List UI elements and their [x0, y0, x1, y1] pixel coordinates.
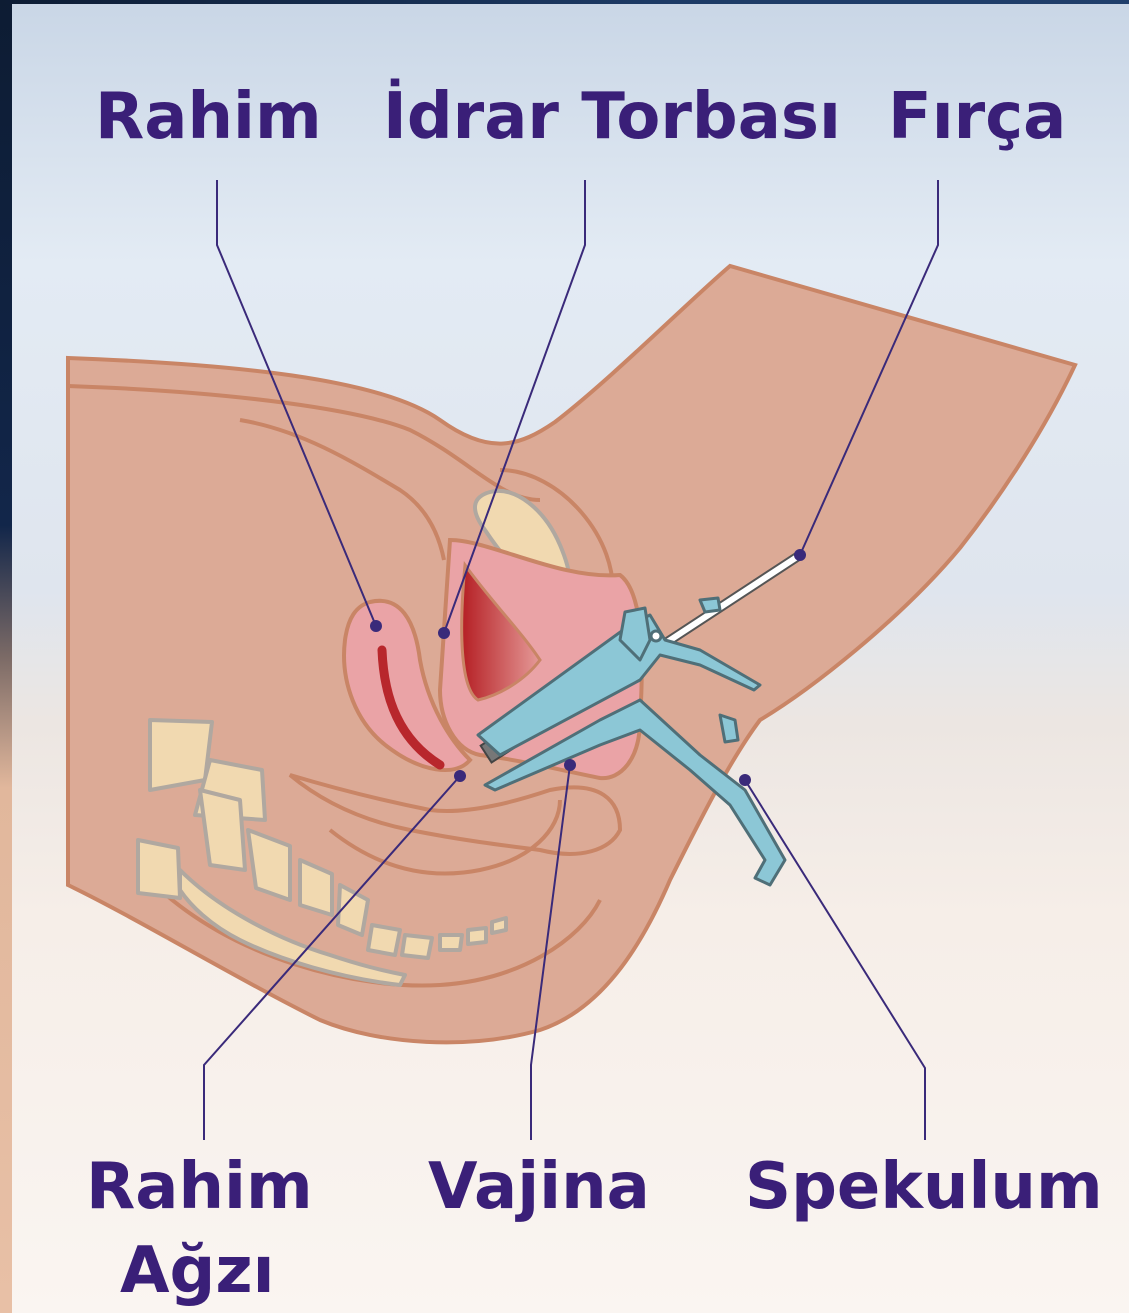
label-idrar-torbasi: İdrar Torbası	[383, 82, 841, 152]
dot-vajina	[564, 759, 576, 771]
dot-rahim-agzi	[454, 770, 466, 782]
dot-spekulum	[739, 774, 751, 786]
label-rahim-agzi-line1: Rahim	[86, 1152, 313, 1222]
dot-rahim	[370, 620, 382, 632]
label-rahim-agzi-line2: Ağzı	[120, 1236, 275, 1306]
label-rahim: Rahim	[95, 82, 322, 152]
label-firca: Fırça	[888, 82, 1066, 152]
label-spekulum: Spekulum	[745, 1152, 1103, 1222]
dot-firca	[794, 549, 806, 561]
leader-spekulum	[745, 780, 925, 1140]
dot-idrar-torbasi	[438, 627, 450, 639]
label-vajina: Vajina	[428, 1152, 650, 1222]
